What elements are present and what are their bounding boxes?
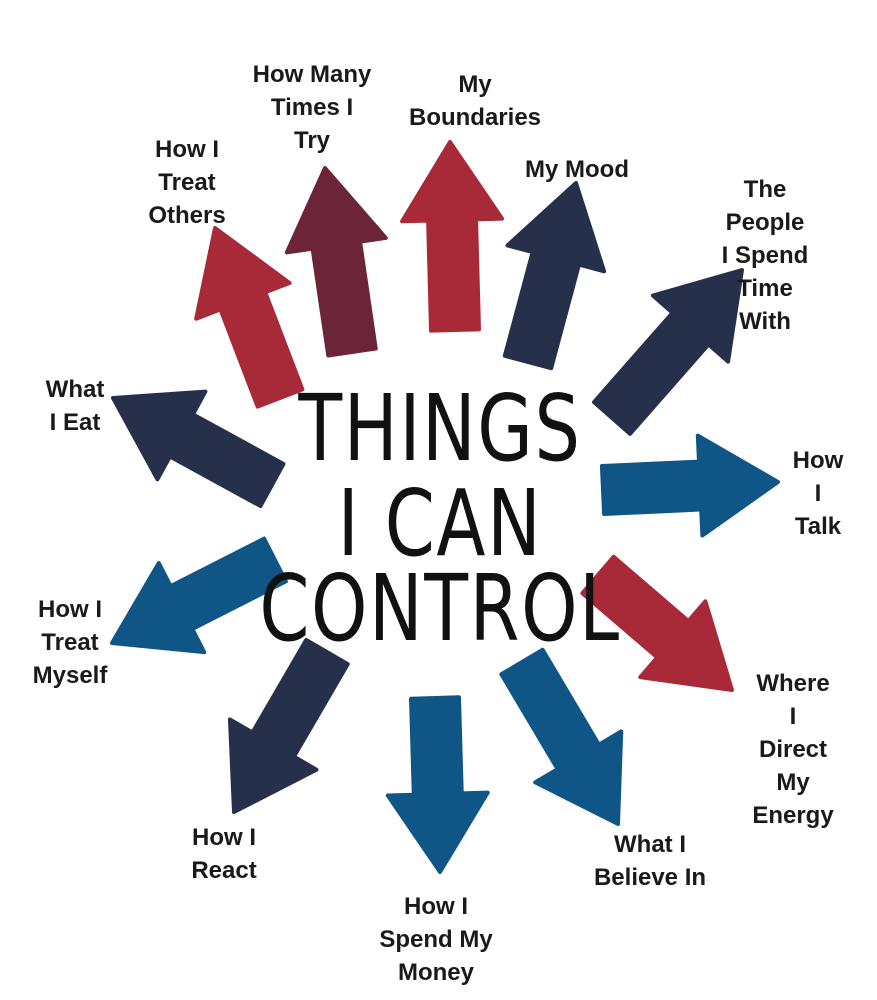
arrow-spend-money bbox=[385, 695, 490, 874]
label-people: The People I Spend Time With bbox=[721, 176, 809, 335]
label-what-i-eat: What I Eat bbox=[45, 376, 105, 436]
label-direct-energy: Where I Direct My Energy bbox=[752, 670, 834, 829]
arrow-treat-others bbox=[194, 226, 305, 409]
label-how-i-talk: How I Talk bbox=[792, 447, 844, 540]
arrow-boundaries bbox=[400, 140, 505, 333]
label-boundaries: My Boundaries bbox=[408, 71, 542, 131]
arrow-how-i-talk bbox=[599, 433, 780, 538]
arrow-believe-in bbox=[499, 647, 624, 826]
title-line-1: THINGS bbox=[298, 375, 582, 482]
label-treat-myself: How I Treat Myself bbox=[32, 596, 108, 689]
label-how-i-react: How I React bbox=[191, 824, 257, 884]
arrow-times-i-try bbox=[284, 166, 388, 358]
title-line-2: I CAN bbox=[337, 470, 543, 577]
label-believe-in: What I Believe In bbox=[593, 831, 707, 891]
arrow-direct-energy bbox=[580, 554, 734, 692]
label-times-i-try: How Many Times I Try bbox=[252, 61, 372, 154]
arrow-treat-myself bbox=[110, 536, 288, 655]
label-my-mood: My Mood bbox=[525, 156, 629, 183]
arrow-what-i-eat bbox=[111, 389, 286, 509]
arrow-my-mood bbox=[502, 181, 607, 371]
title-line-3: CONTROL bbox=[259, 555, 621, 662]
arrow-how-i-react bbox=[227, 637, 350, 814]
label-spend-money: How I Spend My Money bbox=[379, 893, 493, 986]
label-treat-others: How I Treat Others bbox=[148, 136, 226, 229]
arrow-people bbox=[591, 268, 744, 436]
